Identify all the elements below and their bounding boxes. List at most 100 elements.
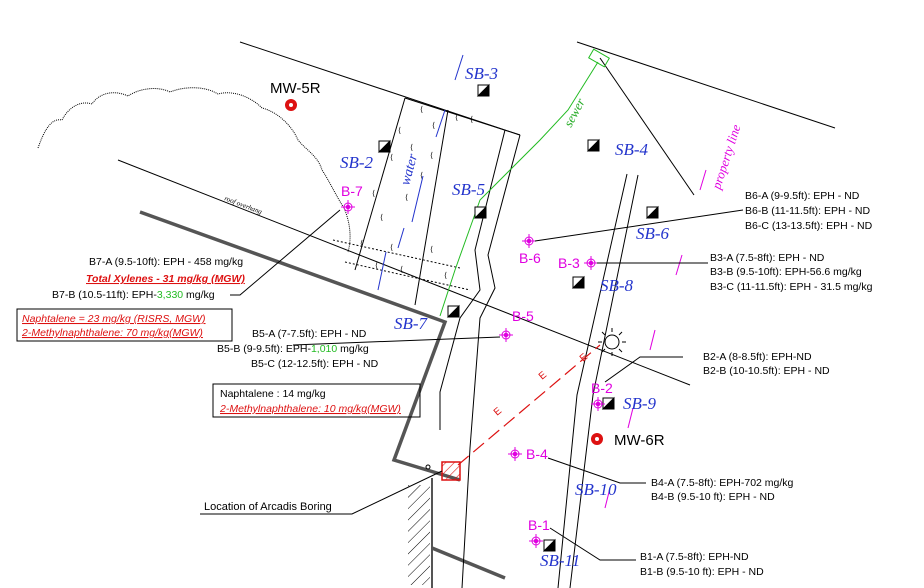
property-line-label: property line (708, 122, 743, 192)
roof-overhang-label: roof overhang (223, 194, 263, 216)
sb-7-label: SB-7 (394, 314, 429, 333)
mw-5r-marker (285, 99, 297, 111)
sb-3-label: SB-3 (465, 64, 498, 83)
svg-text:B2-B (10-10.5ft): EPH - ND: B2-B (10-10.5ft): EPH - ND (703, 365, 830, 377)
b7-xylenes-text: Total Xylenes - 31 mg/kg (MGW) (86, 273, 245, 285)
sb-11-marker (542, 538, 556, 552)
ground-hatch (408, 485, 430, 585)
water-hatch: ⟨⟨⟨ ⟨⟨⟨ ⟨⟨⟨ ⟨⟨⟨ ⟨⟨⟨ ⟨⟨⟨ (360, 105, 473, 280)
svg-text:B3-A (7.5-8ft): EPH - ND: B3-A (7.5-8ft): EPH - ND (710, 252, 825, 264)
svg-text:⟨: ⟨ (420, 171, 423, 180)
svg-text:⟨: ⟨ (430, 245, 433, 254)
svg-text:B4-B (9.5-10 ft): EPH - ND: B4-B (9.5-10 ft): EPH - ND (651, 491, 775, 503)
b-7-marker (341, 200, 355, 214)
b-3-marker (584, 256, 598, 270)
b5-naphthalene-text: Naphtalene : 14 mg/kg (220, 388, 326, 400)
sb-2-marker (377, 139, 391, 153)
leader-lines (230, 209, 744, 561)
svg-text:E: E (578, 351, 590, 364)
b-5-label: B-5 (512, 308, 534, 324)
water-corridor (332, 97, 521, 306)
b5-b-text: B5-B (9-9.5ft): EPH-1,010 mg/kg (217, 343, 369, 355)
b-4-label: B-4 (526, 446, 548, 462)
b5-results: B5-A (7-7.5ft): EPH - ND B5-B (9-9.5ft):… (212, 328, 421, 418)
sb-3-marker (476, 83, 490, 97)
svg-text:⟨: ⟨ (390, 153, 393, 162)
sb-8-marker (571, 275, 585, 289)
svg-text:B1-B (9.5-10 ft): EPH - ND: B1-B (9.5-10 ft): EPH - ND (640, 566, 764, 578)
svg-text:⟨: ⟨ (444, 271, 447, 280)
b5-methylnaphthalene-text: 2-Methylnaphthalene: 10 mg/kg(MGW) (219, 403, 401, 415)
svg-text:⟨: ⟨ (410, 143, 413, 152)
svg-text:B6-A (9-9.5ft): EPH - ND: B6-A (9-9.5ft): EPH - ND (745, 190, 860, 202)
b-5-marker (499, 328, 513, 342)
svg-text:⟨: ⟨ (390, 243, 393, 252)
svg-text:⟨: ⟨ (380, 213, 383, 222)
mw-6r-label: MW-6R (614, 432, 665, 449)
b7-results: B7-A (9.5-10ft): EPH - 458 mg/kg Total X… (16, 256, 245, 342)
electric-line (457, 344, 601, 466)
svg-text:B3-B (9.5-10ft): EPH-56.6 mg/k: B3-B (9.5-10ft): EPH-56.6 mg/kg (710, 266, 862, 278)
b-1-marker (529, 534, 543, 548)
svg-text:⟨: ⟨ (405, 193, 408, 202)
sb-4-label: SB-4 (615, 140, 649, 159)
light-pole-icon (598, 328, 626, 356)
svg-text:⟨: ⟨ (455, 113, 458, 122)
road-outline (439, 129, 639, 588)
svg-text:⟨: ⟨ (420, 105, 423, 114)
sb-2-label: SB-2 (340, 153, 374, 172)
b-6-label: B-6 (519, 250, 541, 266)
svg-text:E: E (537, 369, 549, 382)
b-1-label: B-1 (528, 517, 550, 533)
b6-results: B6-A (9-9.5ft): EPH - ND B6-B (11-11.5ft… (745, 190, 873, 232)
b7-a-text: B7-A (9.5-10ft): EPH - 458 mg/kg (89, 256, 243, 268)
arcadis-boring-marker (441, 461, 461, 481)
b4-results: B4-A (7.5-8ft): EPH-702 mg/kg B4-B (9.5-… (651, 477, 794, 503)
svg-text:B6-B (11-11.5ft): EPH - ND: B6-B (11-11.5ft): EPH - ND (745, 205, 870, 217)
b-4-marker (508, 447, 522, 461)
sb-11-label: SB-11 (540, 551, 580, 570)
sewer-line (439, 48, 610, 317)
svg-text:⟨: ⟨ (375, 261, 378, 270)
b5-c-text: B5-C (12-12.5ft): EPH - ND (251, 358, 379, 370)
svg-text:B4-A (7.5-8ft): EPH-702 mg/kg: B4-A (7.5-8ft): EPH-702 mg/kg (651, 477, 794, 489)
b3-results: B3-A (7.5-8ft): EPH - ND B3-B (9.5-10ft)… (710, 252, 873, 293)
property-line (604, 169, 707, 509)
b2-results: B2-A (8-8.5ft): EPH-ND B2-B (10-10.5ft):… (703, 351, 830, 377)
svg-text:⟨: ⟨ (360, 239, 363, 248)
sb-7-marker (446, 304, 460, 318)
sb-4-marker (586, 138, 600, 152)
b-3-label: B-3 (558, 255, 580, 271)
b-6-marker (522, 234, 536, 248)
svg-text:B1-A (7.5-8ft): EPH-ND: B1-A (7.5-8ft): EPH-ND (640, 551, 749, 563)
svg-text:⟨: ⟨ (372, 189, 375, 198)
sb-6-label: SB-6 (636, 224, 670, 243)
svg-text:⟨: ⟨ (430, 151, 433, 160)
b1-results: B1-A (7.5-8ft): EPH-ND B1-B (9.5-10 ft):… (640, 551, 764, 578)
water-line (377, 54, 464, 291)
svg-text:B2-A (8-8.5ft): EPH-ND: B2-A (8-8.5ft): EPH-ND (703, 351, 812, 363)
b7-naphthalene-text: Naphtalene = 23 mg/kg (RISRS, MGW) (22, 313, 206, 325)
svg-text:⟨: ⟨ (470, 115, 473, 124)
svg-text:⟨: ⟨ (432, 121, 435, 130)
vegetation-outline (37, 87, 351, 253)
b-2-marker (591, 397, 605, 411)
svg-text:⟨: ⟨ (400, 265, 403, 274)
boring-markers (341, 200, 605, 548)
sb-markers (377, 83, 659, 552)
b7-methylnaphthalene-text: 2-Methylnaphthalene: 70 mg/kg(MGW) (21, 327, 203, 339)
mw-5r-label: MW-5R (270, 80, 321, 97)
mw-6r-marker (591, 433, 603, 445)
sb-9-label: SB-9 (623, 394, 657, 413)
water-label: water (398, 152, 421, 187)
b7-b-text: B7-B (10.5-11ft): EPH-3,330 mg/kg (52, 289, 215, 301)
svg-text:B6-C (13-13.5ft): EPH - ND: B6-C (13-13.5ft): EPH - ND (745, 220, 873, 232)
sb-5-label: SB-5 (452, 180, 485, 199)
sb-10-label: SB-10 (575, 480, 617, 499)
sb-8-label: SB-8 (600, 276, 634, 295)
sb-5-marker (473, 205, 487, 219)
svg-text:B3-C (11-11.5ft): EPH - 31.5 m: B3-C (11-11.5ft): EPH - 31.5 mg/kg (710, 281, 873, 293)
sb-6-marker (645, 205, 659, 219)
arcadis-label: Location of Arcadis Boring (204, 501, 332, 513)
